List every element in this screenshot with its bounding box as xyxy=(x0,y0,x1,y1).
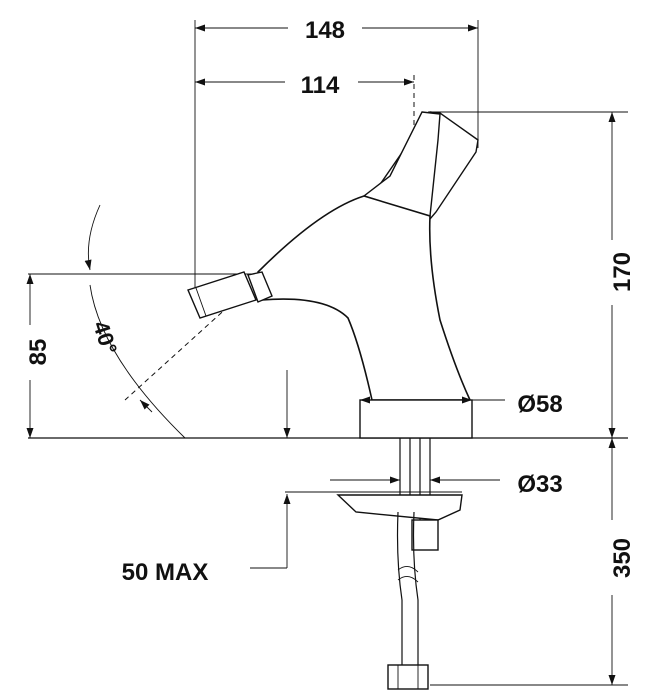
dim-hole-diameter: Ø33 xyxy=(330,471,563,498)
dim-hose-length: 350 xyxy=(430,438,636,686)
fixing-plate xyxy=(336,494,463,521)
dim-overall-width-label: 148 xyxy=(305,17,345,44)
faucet-body xyxy=(187,111,479,439)
dim-aerator-height: 85 xyxy=(25,273,262,438)
base-plate xyxy=(359,399,473,439)
dim-deck-thickness: 50 MAX xyxy=(122,370,462,586)
hose-fitting xyxy=(387,664,429,690)
dim-base-diameter-label: Ø58 xyxy=(517,391,562,418)
dim-spout-reach: 114 xyxy=(195,72,414,99)
lock-nut xyxy=(411,519,439,551)
dim-height-label: 170 xyxy=(609,252,636,292)
aerator-nozzle xyxy=(187,271,257,319)
dim-spout-reach-label: 114 xyxy=(301,72,340,99)
spout-joint xyxy=(247,271,273,303)
dim-base-diameter: Ø58 xyxy=(360,391,563,418)
dim-overall-width: 148 xyxy=(194,17,479,300)
dim-angle-label: 40° xyxy=(88,318,122,357)
dim-aerator-height-label: 85 xyxy=(25,339,52,366)
mounting-assembly xyxy=(336,438,463,690)
dim-angle: 40° xyxy=(84,204,263,439)
flex-hose xyxy=(396,511,403,665)
dim-deck-thickness-label: 50 MAX xyxy=(122,559,209,586)
dim-height: 170 xyxy=(428,111,636,438)
dim-hose-length-label: 350 xyxy=(609,538,636,578)
dim-hole-diameter-label: Ø33 xyxy=(517,471,562,498)
faucet-main-body xyxy=(257,195,472,401)
